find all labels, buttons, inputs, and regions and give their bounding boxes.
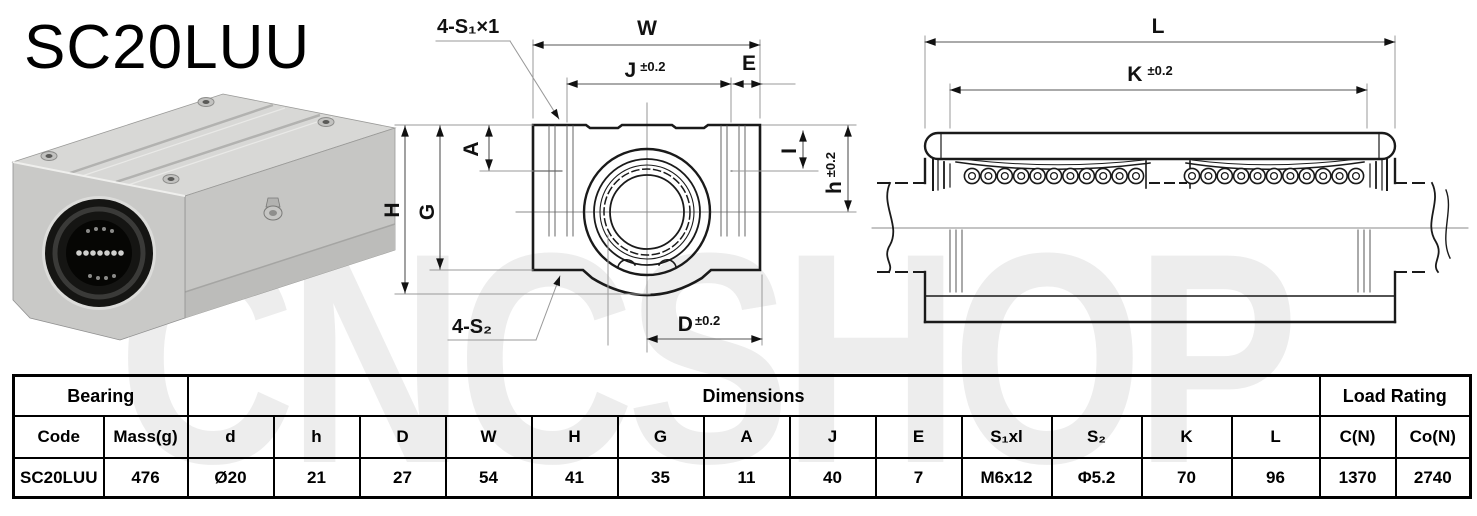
- column-header-code: Code: [12, 415, 105, 459]
- column-header-con: Co(N): [1394, 415, 1472, 459]
- cell-L: 96: [1230, 457, 1321, 499]
- cell-D: 27: [358, 457, 447, 499]
- column-header-d: d: [186, 415, 275, 459]
- cell-d: Ø20: [186, 457, 275, 499]
- cell-h: 21: [272, 457, 361, 499]
- callout-4-s1: 4-S₁×1: [437, 16, 499, 38]
- cell-K: 70: [1140, 457, 1233, 499]
- table-group-row: Bearing Dimensions Load Rating: [12, 374, 1472, 417]
- dim-label-h-small: h±0.2: [823, 152, 846, 194]
- product-photo: [11, 93, 397, 341]
- cell-A: 11: [702, 457, 791, 499]
- dim-label-i: I: [778, 148, 801, 154]
- column-header-cn: C(N): [1318, 415, 1397, 459]
- cell-code: SC20LUU: [12, 457, 105, 499]
- dim-label-j: J±0.2: [625, 59, 666, 82]
- spec-table: Bearing Dimensions Load Rating Code Mass…: [12, 374, 1473, 499]
- dim-label-l: L: [1152, 15, 1165, 38]
- grease-nipple: [263, 197, 283, 221]
- ball-rows: [963, 167, 1365, 185]
- cell-cn: 1370: [1318, 457, 1397, 499]
- column-header-G: G: [616, 415, 705, 459]
- column-header-E: E: [874, 415, 963, 459]
- group-header-load-rating: Load Rating: [1318, 374, 1472, 417]
- top-mount-holes: [40, 97, 335, 184]
- cell-W: 54: [444, 457, 533, 499]
- column-header-h: h: [272, 415, 361, 459]
- dim-label-e: E: [742, 52, 756, 75]
- column-header-s2: S₂: [1050, 415, 1143, 459]
- column-header-s1xl: S₁xl: [960, 415, 1053, 459]
- column-header-L: L: [1230, 415, 1321, 459]
- column-header-W: W: [444, 415, 533, 459]
- table-data-row: SC20LUU 476 Ø20 21 27 54 41 35 11 40 7 M…: [12, 457, 1472, 499]
- cell-J: 40: [788, 457, 877, 499]
- cell-mass: 476: [102, 457, 189, 499]
- dim-label-w: W: [637, 17, 657, 40]
- dim-label-k: K±0.2: [1127, 63, 1172, 86]
- cell-G: 35: [616, 457, 705, 499]
- dim-label-d: D±0.2: [678, 313, 720, 336]
- callout-4-s2: 4-S₂: [452, 316, 492, 338]
- column-header-mass: Mass(g): [102, 415, 189, 459]
- column-header-J: J: [788, 415, 877, 459]
- group-header-bearing: Bearing: [12, 374, 189, 417]
- column-header-A: A: [702, 415, 791, 459]
- cell-E: 7: [874, 457, 963, 499]
- page-title: SC20LUU: [24, 13, 311, 82]
- bearing-bore: [42, 196, 156, 310]
- column-header-K: K: [1140, 415, 1233, 459]
- cell-H: 41: [530, 457, 619, 499]
- side-view-drawing: L K±0.2: [871, 15, 1469, 324]
- technical-drawings: 4-S₁×1 4-S₂ W J±0.2 E A G H I h±0.2 D±0.…: [11, 15, 1469, 353]
- column-header-H: H: [530, 415, 619, 459]
- dim-label-a: A: [460, 141, 483, 156]
- group-header-dimensions: Dimensions: [186, 374, 1321, 417]
- cell-s2: Φ5.2: [1050, 457, 1143, 499]
- front-view-drawing: 4-S₁×1 4-S₂ W J±0.2 E A G H I h±0.2 D±0.…: [381, 16, 857, 353]
- cell-con: 2740: [1394, 457, 1472, 499]
- column-header-D: D: [358, 415, 447, 459]
- dim-label-h: H: [381, 202, 404, 217]
- dim-label-g: G: [416, 204, 439, 220]
- cell-s1xl: M6x12: [960, 457, 1053, 499]
- table-header-row: Code Mass(g) d h D W H G A J E S₁xl S₂ K…: [12, 415, 1472, 459]
